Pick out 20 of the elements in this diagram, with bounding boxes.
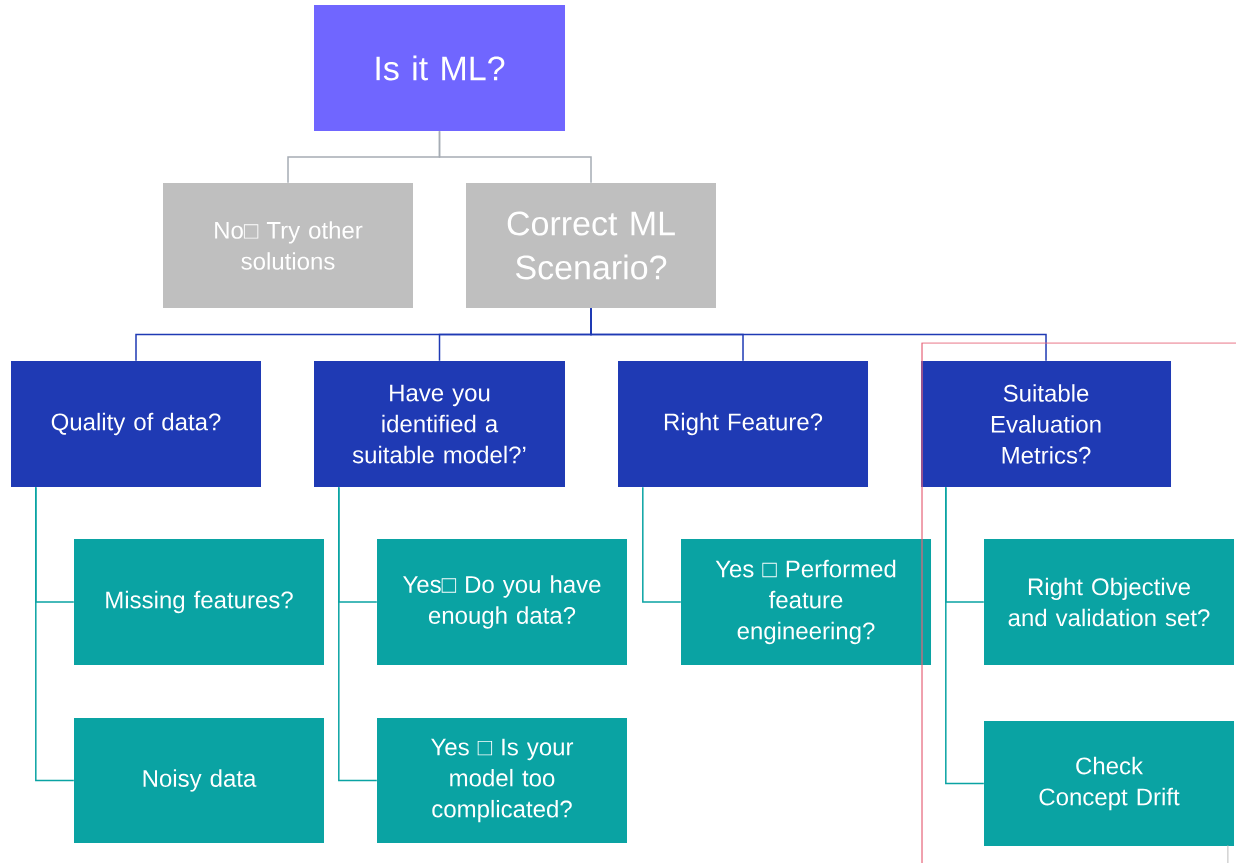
connector-line bbox=[338, 486, 378, 782]
check-box: Yes □ Is your model too complicated? bbox=[377, 718, 627, 843]
check-box: Right Objective and validation set? bbox=[984, 539, 1234, 665]
question-box: Correct ML Scenario? bbox=[466, 183, 716, 308]
question-box: Right Feature? bbox=[618, 361, 868, 487]
check-box: Missing features? bbox=[74, 539, 324, 665]
check-box: Yes □ Performed feature engineering? bbox=[681, 539, 931, 665]
question-box: Is it ML? bbox=[314, 5, 565, 131]
connector-line bbox=[438, 130, 592, 184]
connector-line bbox=[945, 486, 985, 785]
connector-line bbox=[35, 486, 75, 782]
check-box: Noisy data bbox=[74, 718, 324, 843]
check-box: Yes□ Do you have enough data? bbox=[377, 539, 627, 665]
question-box: Quality of data? bbox=[11, 361, 261, 487]
connector-line bbox=[590, 307, 1047, 362]
answer-box: No□ Try other solutions bbox=[163, 183, 413, 308]
question-box: Suitable Evaluation Metrics? bbox=[921, 361, 1171, 487]
connector-line bbox=[642, 486, 682, 603]
check-box: Check Concept Drift bbox=[984, 721, 1234, 846]
question-box: Have you identified a suitable model?’ bbox=[314, 361, 565, 487]
